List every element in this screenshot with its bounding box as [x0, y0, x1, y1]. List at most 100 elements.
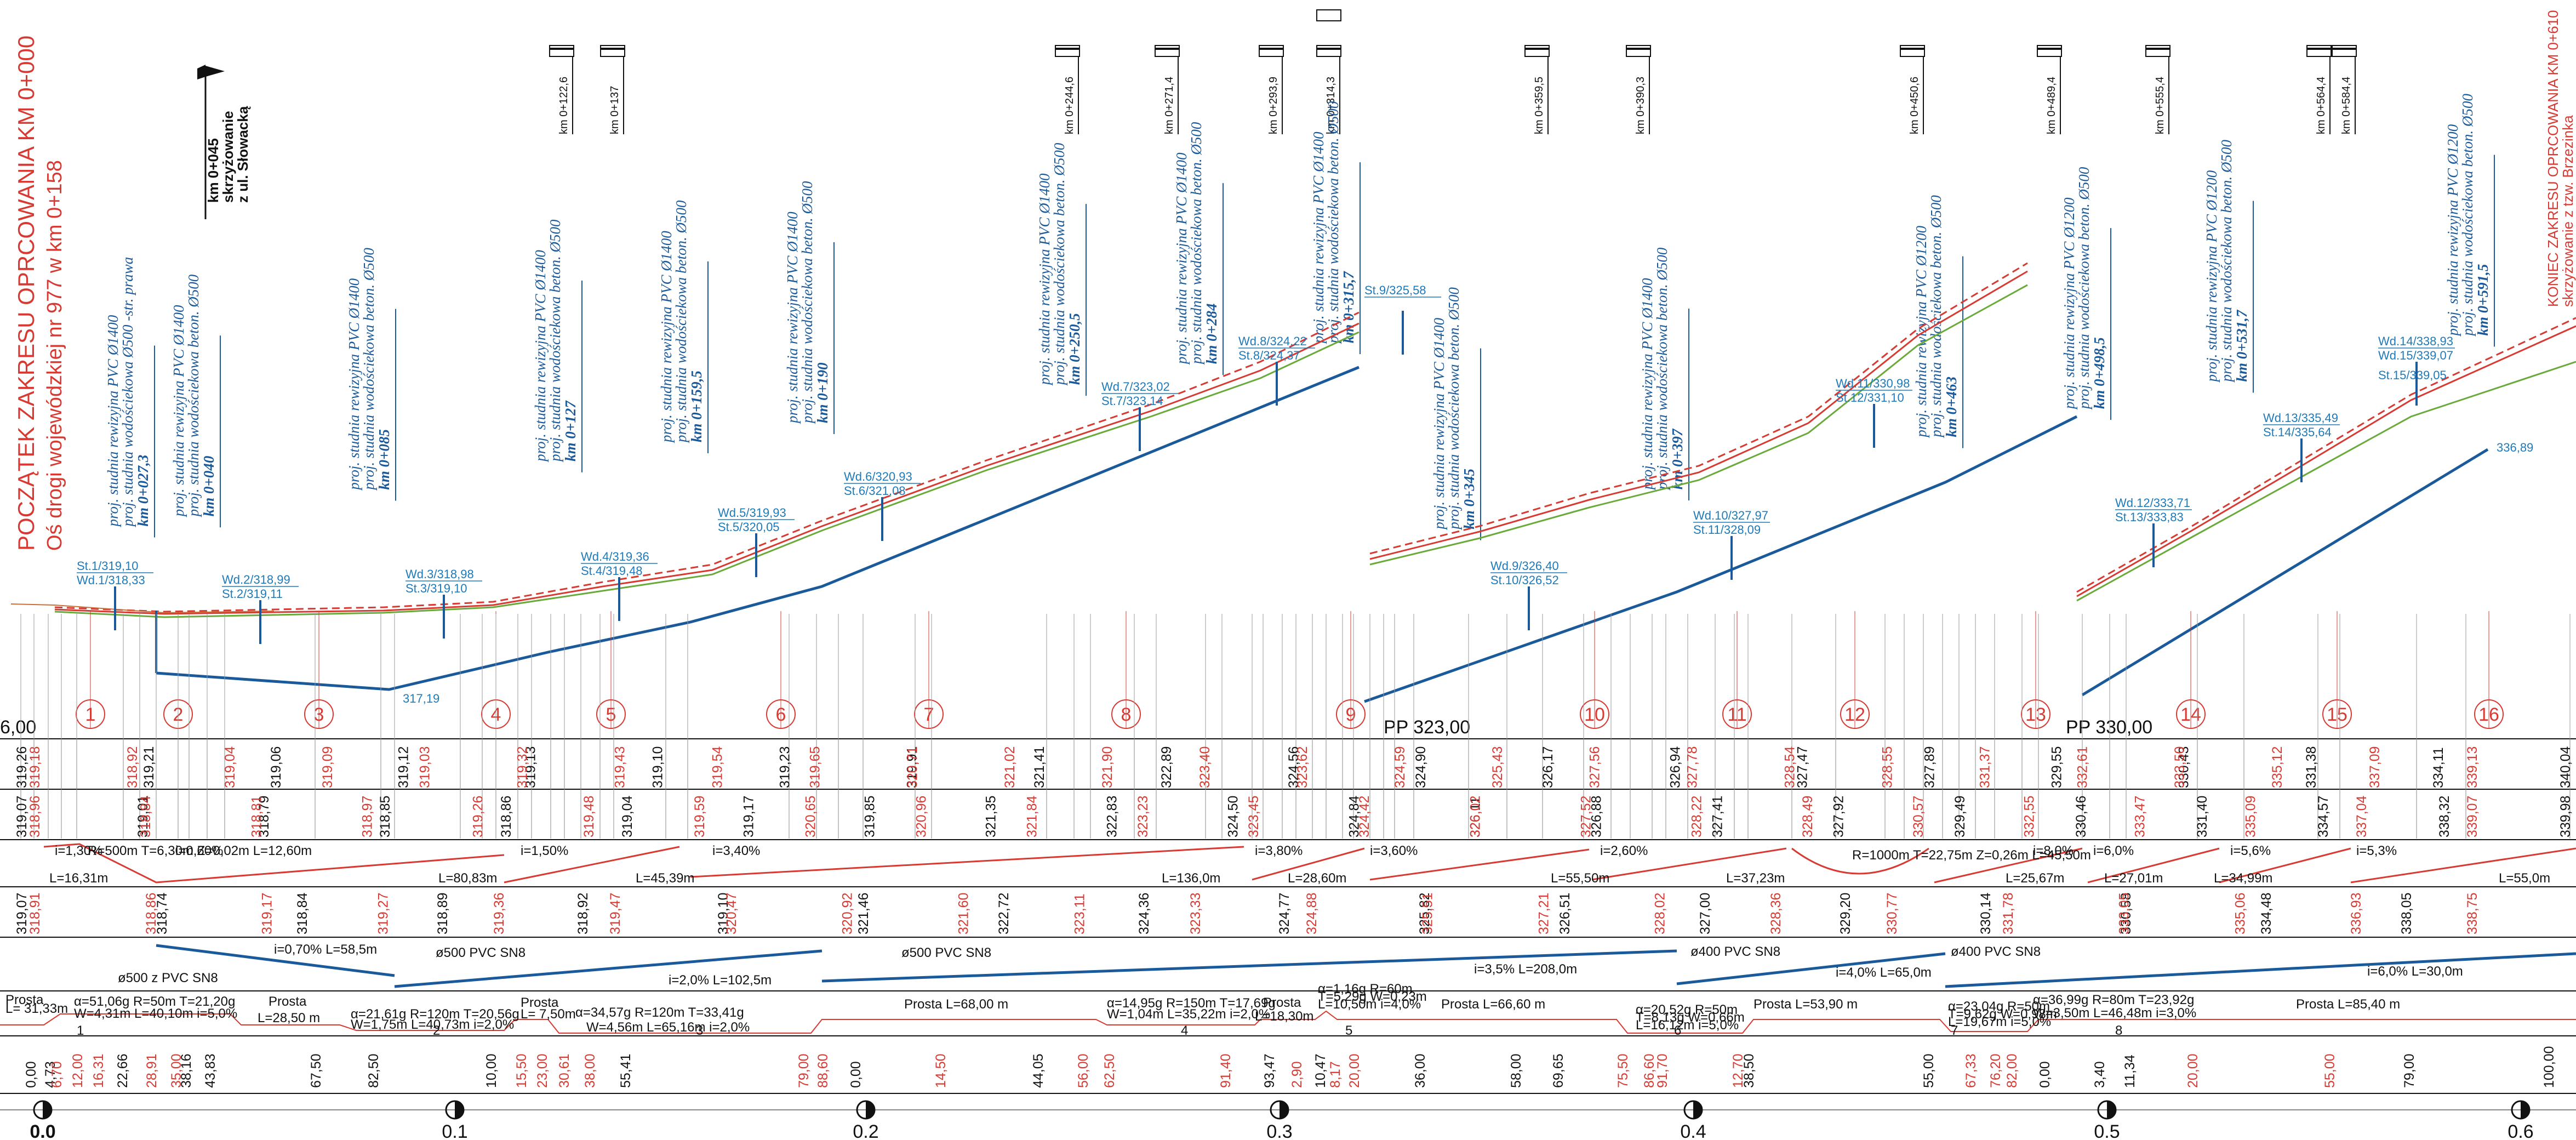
station-bottom: St.7/323,14: [1101, 394, 1163, 408]
elev-design-axis: 319,32: [515, 746, 530, 788]
elev-existing-edge: 318,85: [378, 796, 393, 837]
route-text: L=18,30m: [1255, 1009, 1313, 1024]
route-text: W=1,75m L=40,73m i=2,0%: [351, 1017, 514, 1032]
elev-existing-edge: 329,49: [1952, 796, 1968, 837]
well-km: km 0+159,5: [688, 371, 705, 442]
distance-value-design: 86,60: [1642, 1053, 1657, 1088]
route-element-number: 5: [1345, 1023, 1352, 1038]
elev-design-terrain: 333,05: [2117, 893, 2132, 934]
distance-value: 36,00: [1413, 1053, 1428, 1088]
section-number-circle: 10: [1580, 611, 1609, 729]
elev-existing-axis: 319,21: [141, 746, 157, 788]
elev-design-terrain: 328,36: [1768, 893, 1784, 934]
station-top: Wd.6/320,93: [844, 470, 912, 483]
slope-text: i=3,60%: [1370, 843, 1418, 858]
elev-existing-edge: 326,88: [1589, 796, 1604, 837]
start-subtitle: Oś drogi wojewódzkiej nr 977 w km 0+158: [43, 160, 66, 551]
distance-value-design: 28,91: [144, 1053, 159, 1088]
station-top: Wd.9/326,40: [1490, 559, 1559, 573]
station-bottom: St.8/324,37: [1238, 349, 1300, 362]
elev-design-edge: 318,97: [360, 796, 375, 837]
pipe-text: i=6,0% L=30,0m: [2367, 964, 2463, 979]
elev-design-edge: 326,02: [1467, 796, 1483, 837]
elev-existing-axis: 331,38: [2304, 746, 2319, 788]
km-flag: km 0+584,4: [2332, 45, 2357, 134]
distance-value: 38,16: [179, 1053, 194, 1088]
well-inlet: proj. studnia wodościekowa beton. Ø500: [1654, 247, 1670, 491]
well-km: km 0+284: [1203, 303, 1220, 364]
distance-value-design: 55,00: [2322, 1053, 2338, 1088]
elev-existing-edge: 330,46: [2074, 796, 2089, 837]
route-text: Prosta L=53,90 m: [1753, 997, 1858, 1012]
route-text: T=5,29g W=0,23m: [1318, 989, 1427, 1004]
end-subtitle: skrzyżowanie z tzw. Brzezinka: [2560, 115, 2576, 307]
elev-existing-axis: 322,89: [1159, 746, 1174, 788]
length-text: L=27,01m: [2104, 871, 2163, 886]
elev-terrain: 318,92: [575, 893, 591, 934]
well-inlet: proj. studnia wodościekowa beton. Ø500: [2076, 167, 2092, 410]
end-point-label: 336,89: [2497, 441, 2533, 454]
elev-design-axis: 319,65: [807, 746, 823, 788]
distance-value-design: 6,70: [49, 1061, 65, 1088]
elev-design-terrain: 338,75: [2465, 893, 2480, 934]
distance-value-design: 62,50: [1102, 1053, 1117, 1088]
elev-terrain: 327,00: [1698, 893, 1713, 934]
crossing-line2: z ul. Słowacką: [235, 106, 251, 203]
elev-design-edge: 330,57: [1911, 796, 1926, 837]
well-inlet: proj. studnia wodościekowa beton. Ø500: [673, 200, 689, 443]
elev-terrain: 324,77: [1277, 893, 1292, 934]
distance-value: 10,47: [1313, 1053, 1328, 1088]
distance-value-design: 88,60: [815, 1053, 831, 1088]
elev-design-edge: 318,84: [138, 795, 153, 837]
route-text: Prosta: [521, 995, 559, 1010]
well-km: km 0+397: [1669, 428, 1686, 489]
slope-text: i=5,3%: [2356, 843, 2397, 858]
route-text: α=1,16g R=60m: [1318, 982, 1413, 996]
elev-design-edge: 318,81: [249, 796, 264, 837]
well-km: km 0+463: [1943, 377, 1960, 437]
pipe-text: i=0,70% L=58,5m: [274, 942, 377, 957]
station-top: Wd.11/330,98: [1836, 377, 1910, 390]
pipe-text: ø500 PVC SN8: [436, 945, 526, 960]
elev-design-terrain: 318,86: [144, 893, 159, 934]
km-tick-label: 0.3: [1266, 1121, 1292, 1140]
well-inlet: proj. studnia wodościekowa beton. Ø500: [361, 248, 377, 491]
km-flag-label: km 0+450,6: [1909, 77, 1921, 134]
km-tick-label: 0.5: [2094, 1121, 2120, 1140]
elev-existing-edge: 322,83: [1104, 796, 1119, 837]
well-type: proj. studnia rewizyjna PVC Ø1400: [170, 305, 187, 517]
station-15-label: St.15/339,05: [2378, 368, 2447, 382]
well-inlet: proj. studnia wodościekowa beton. Ø500: [185, 274, 202, 517]
km-flag-label: km 0+122,6: [558, 77, 570, 134]
route-element-number: 4: [1181, 1023, 1188, 1038]
elev-existing-edge: 319,07: [14, 796, 30, 837]
elev-existing-edge: 319,17: [741, 796, 756, 837]
elev-existing-axis: 340,04: [2558, 746, 2573, 788]
well-type: proj. studnia rewizyjna PVC Ø1400: [1173, 152, 1190, 365]
elev-existing-axis: 321,41: [1032, 746, 1047, 788]
length-text: L=55,50m: [1551, 871, 1609, 886]
distance-value: 43,83: [203, 1053, 218, 1088]
elev-existing-axis: 329,55: [2049, 746, 2065, 788]
elev-design-terrain: 323,33: [1188, 893, 1203, 934]
elev-design-terrain: 319,17: [260, 893, 275, 934]
well-type: proj. studnia rewizyjna PVC Ø1400: [1639, 278, 1655, 491]
table-grid: [0, 738, 2576, 1094]
route-text: α=20,52g R=50m: [1636, 1002, 1738, 1017]
distance-value: 82,50: [366, 1053, 381, 1088]
section-number-circle: 15: [2322, 611, 2352, 729]
elev-terrain: 330,58: [2118, 893, 2134, 934]
station-bottom: St.10/326,52: [1490, 573, 1559, 587]
length-text: L=25,67m: [2006, 871, 2064, 886]
well-inlet: proj. studnia wodościekowa beton. Ø500: [1928, 195, 1944, 438]
km-flag-label: km 0+244,6: [1064, 77, 1076, 134]
distance-value: 4,73: [43, 1061, 58, 1088]
